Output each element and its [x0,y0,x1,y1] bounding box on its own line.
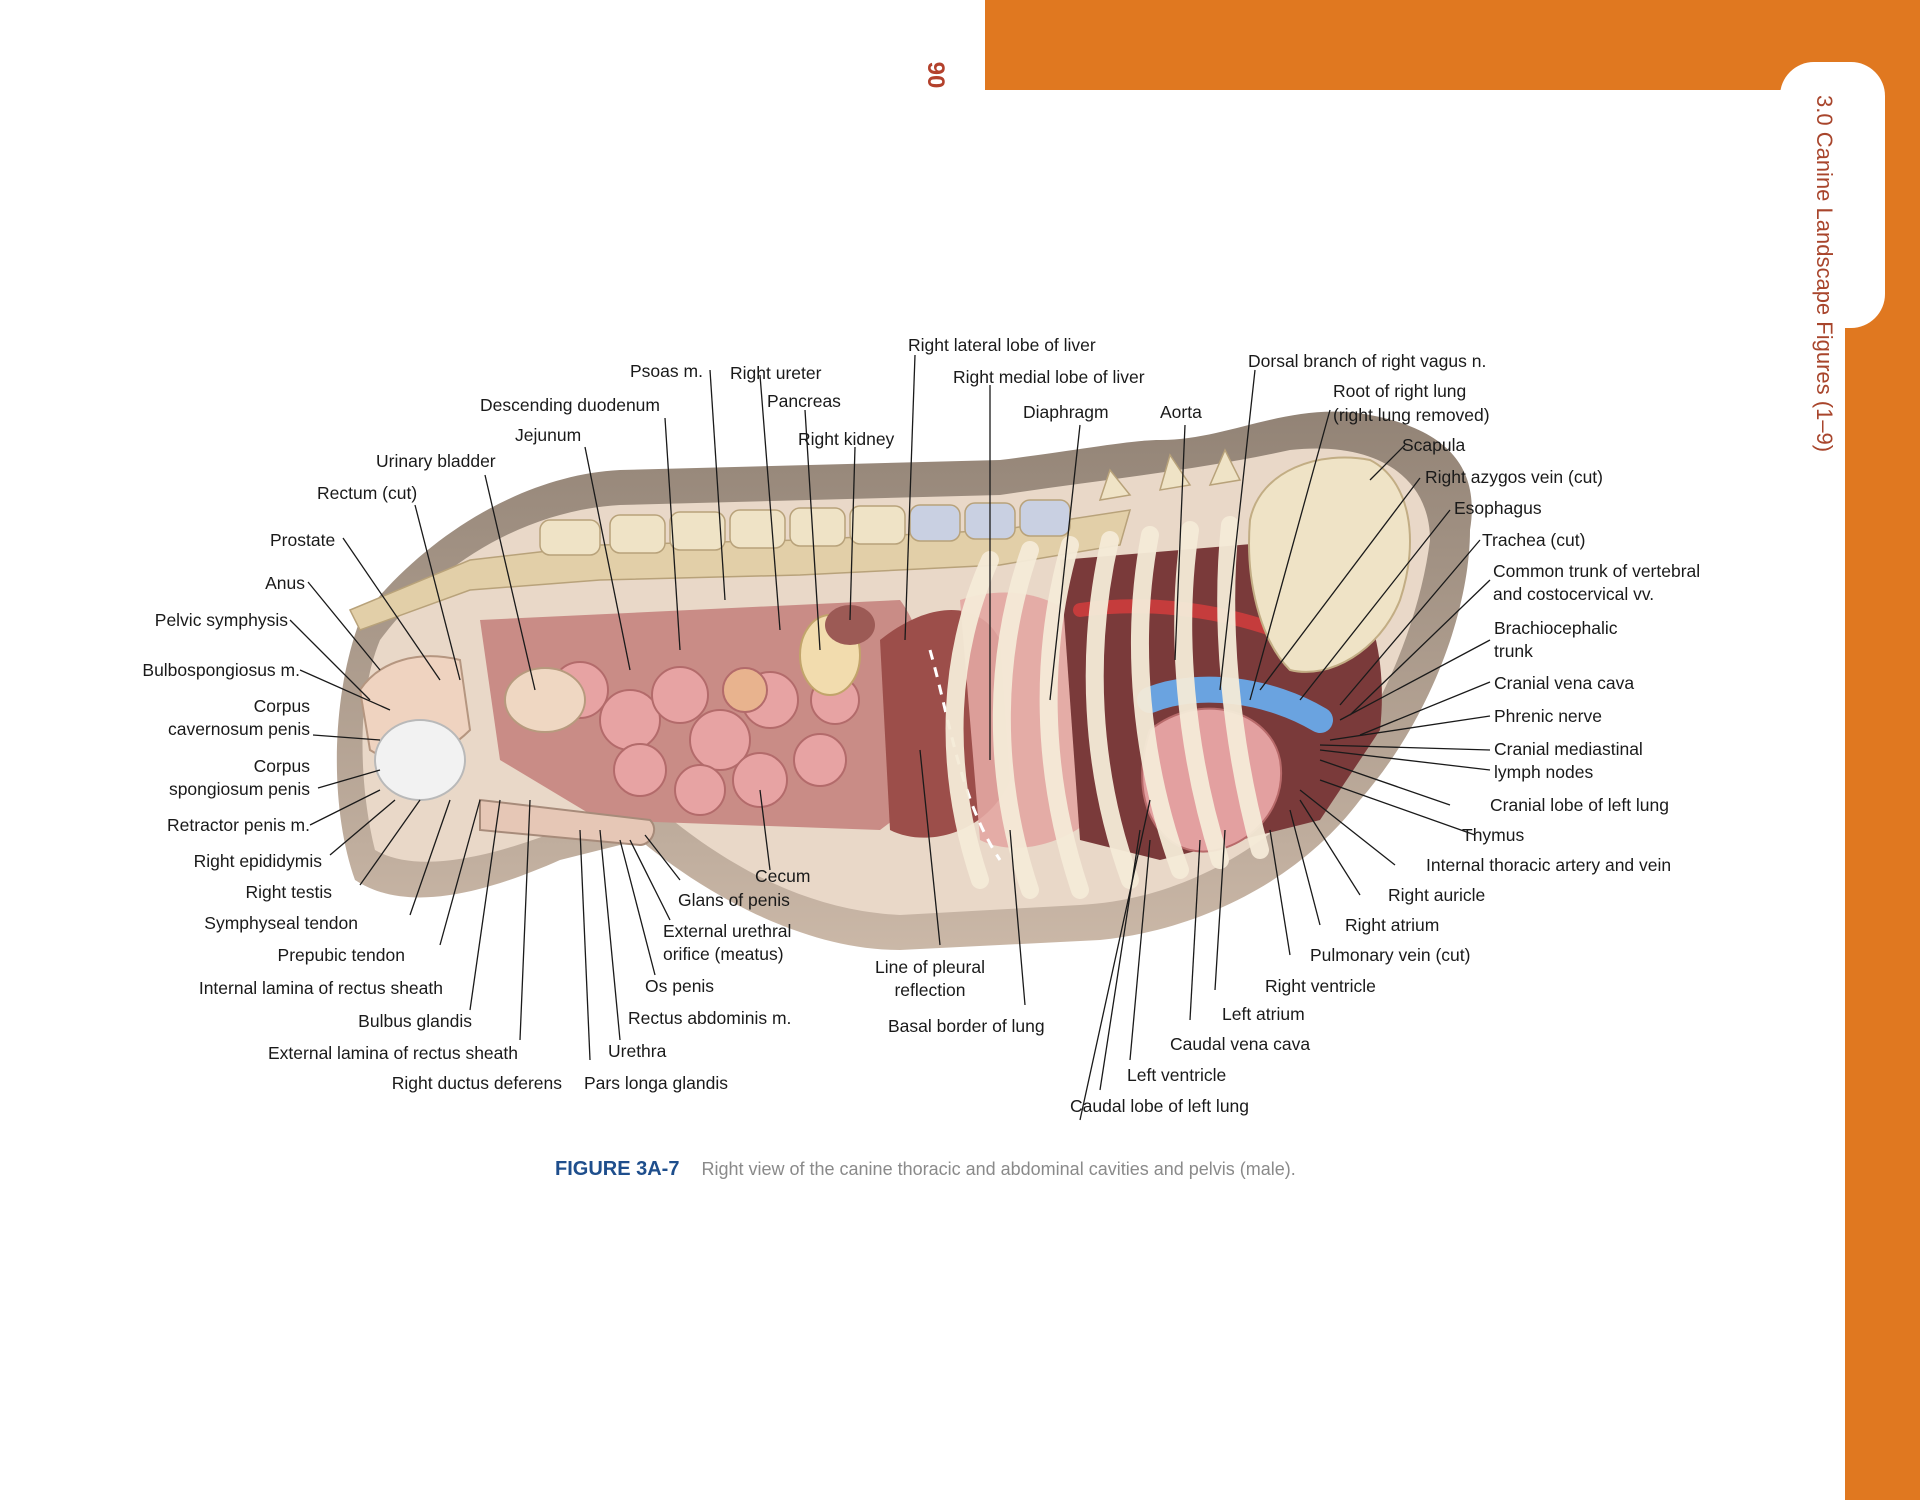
label-os-penis: Os penis [645,976,715,996]
header-color-band [985,0,1920,90]
label-bulbospongiosus: Bulbospongiosus m. [142,660,300,680]
label-cranial-vena-cava: Cranial vena cava [1494,673,1635,693]
label-right-azygos-vein: Right azygos vein (cut) [1425,467,1603,487]
label-thymus: Thymus [1462,825,1525,845]
label-internal-lamina: Internal lamina of rectus sheath [198,978,443,998]
label-pulmonary-vein: Pulmonary vein (cut) [1310,945,1471,965]
figure-caption-text: Right view of the canine thoracic and ab… [701,1159,1296,1179]
label-diaphragm: Diaphragm [1023,402,1109,422]
label-external-urethral-1: External urethral [663,921,792,941]
label-left-ventricle: Left ventricle [1127,1065,1227,1085]
label-cranial-mediastinal-1: Cranial mediastinal [1494,739,1643,759]
label-caudal-vena-cava: Caudal vena cava [1170,1034,1311,1054]
scapula [1248,456,1411,673]
label-glans-of-penis: Glans of penis [678,890,790,910]
label-prepubic-tendon: Prepubic tendon [277,945,405,965]
label-dorsal-branch-right-vagus: Dorsal branch of right vagus n. [1248,351,1487,371]
label-basal-border-of-lung: Basal border of lung [888,1016,1045,1036]
label-right-epididymis: Right epididymis [193,851,322,871]
label-internal-thoracic: Internal thoracic artery and vein [1426,855,1672,875]
label-psoas-m: Psoas m. [630,361,703,381]
label-right-auricle: Right auricle [1388,885,1486,905]
label-right-lateral-lobe-of-liver: Right lateral lobe of liver [908,335,1096,355]
label-corpus-cavernosum-2: cavernosum penis [167,719,310,739]
label-right-atrium: Right atrium [1345,915,1440,935]
label-right-medial-lobe-of-liver: Right medial lobe of liver [953,367,1145,387]
leader-lines [289,354,1491,1121]
urinary-bladder [504,667,586,733]
label-pelvic-symphysis: Pelvic symphysis [154,610,288,630]
label-urethra: Urethra [608,1041,667,1061]
label-root-of-right-lung: Root of right lung [1333,381,1467,401]
label-rectus-abdominis: Rectus abdominis m. [628,1008,792,1028]
label-pars-longa-glandis: Pars longa glandis [584,1073,728,1093]
label-symphyseal-tendon: Symphyseal tendon [204,913,358,933]
label-aorta: Aorta [1160,402,1202,422]
intestines [551,661,860,816]
right-kidney [825,605,875,645]
label-external-lamina: External lamina of rectus sheath [268,1043,518,1063]
label-left-atrium: Left atrium [1222,1004,1305,1024]
label-line-of-pleural-1: Line of pleural [875,957,985,977]
label-right-kidney: Right kidney [798,429,895,449]
label-scapula: Scapula [1402,435,1466,455]
label-right-ductus-deferens: Right ductus deferens [391,1073,562,1093]
label-cranial-mediastinal-2: lymph nodes [1494,762,1594,782]
label-rectum: Rectum (cut) [317,483,418,503]
label-phrenic-nerve: Phrenic nerve [1494,706,1602,726]
label-esophagus: Esophagus [1454,498,1542,518]
figure-caption: FIGURE 3A-7 Right view of the canine thor… [555,1158,1296,1181]
label-retractor-penis: Retractor penis m. [167,815,310,835]
label-corpus-spongiosum-1: Corpus [253,756,310,776]
label-cecum: Cecum [755,866,811,886]
testis [374,719,466,801]
label-jejunum: Jejunum [515,425,582,445]
label-anus: Anus [265,573,305,593]
section-title: 3.0 Canine Landscape Figures (1–9) [1812,95,1837,453]
label-brachiocephalic-1: Brachiocephalic [1494,618,1618,638]
label-right-testis: Right testis [245,882,332,902]
label-pancreas: Pancreas [767,391,841,411]
ribs [945,516,1269,899]
vertebral-column [348,448,1242,631]
label-corpus-cavernosum-1: Corpus [253,696,310,716]
label-external-urethral-2: orifice (meatus) [663,944,784,964]
label-prostate: Prostate [270,530,336,550]
label-line-of-pleural-2: reflection [894,980,966,1000]
label-bulbus-glandis: Bulbus glandis [358,1011,472,1031]
label-caudal-lobe-left-lung: Caudal lobe of left lung [1070,1096,1250,1116]
label-right-ventricle: Right ventricle [1265,976,1376,996]
label-brachiocephalic-2: trunk [1494,641,1533,661]
label-right-ureter: Right ureter [730,363,822,383]
figure-label: FIGURE 3A-7 [555,1158,680,1180]
label-trachea: Trachea (cut) [1482,530,1586,550]
label-descending-duodenum: Descending duodenum [480,395,660,415]
label-common-trunk-2: and costocervical vv. [1493,584,1655,604]
label-cranial-lobe-left-lung: Cranial lobe of left lung [1490,795,1669,815]
penis [479,798,656,847]
label-urinary-bladder: Urinary bladder [376,451,496,471]
label-corpus-spongiosum-2: spongiosum penis [168,779,310,799]
label-common-trunk-1: Common trunk of vertebral [1493,561,1701,581]
section-tab [1780,62,1885,328]
label-right-lung-removed: (right lung removed) [1333,405,1490,425]
